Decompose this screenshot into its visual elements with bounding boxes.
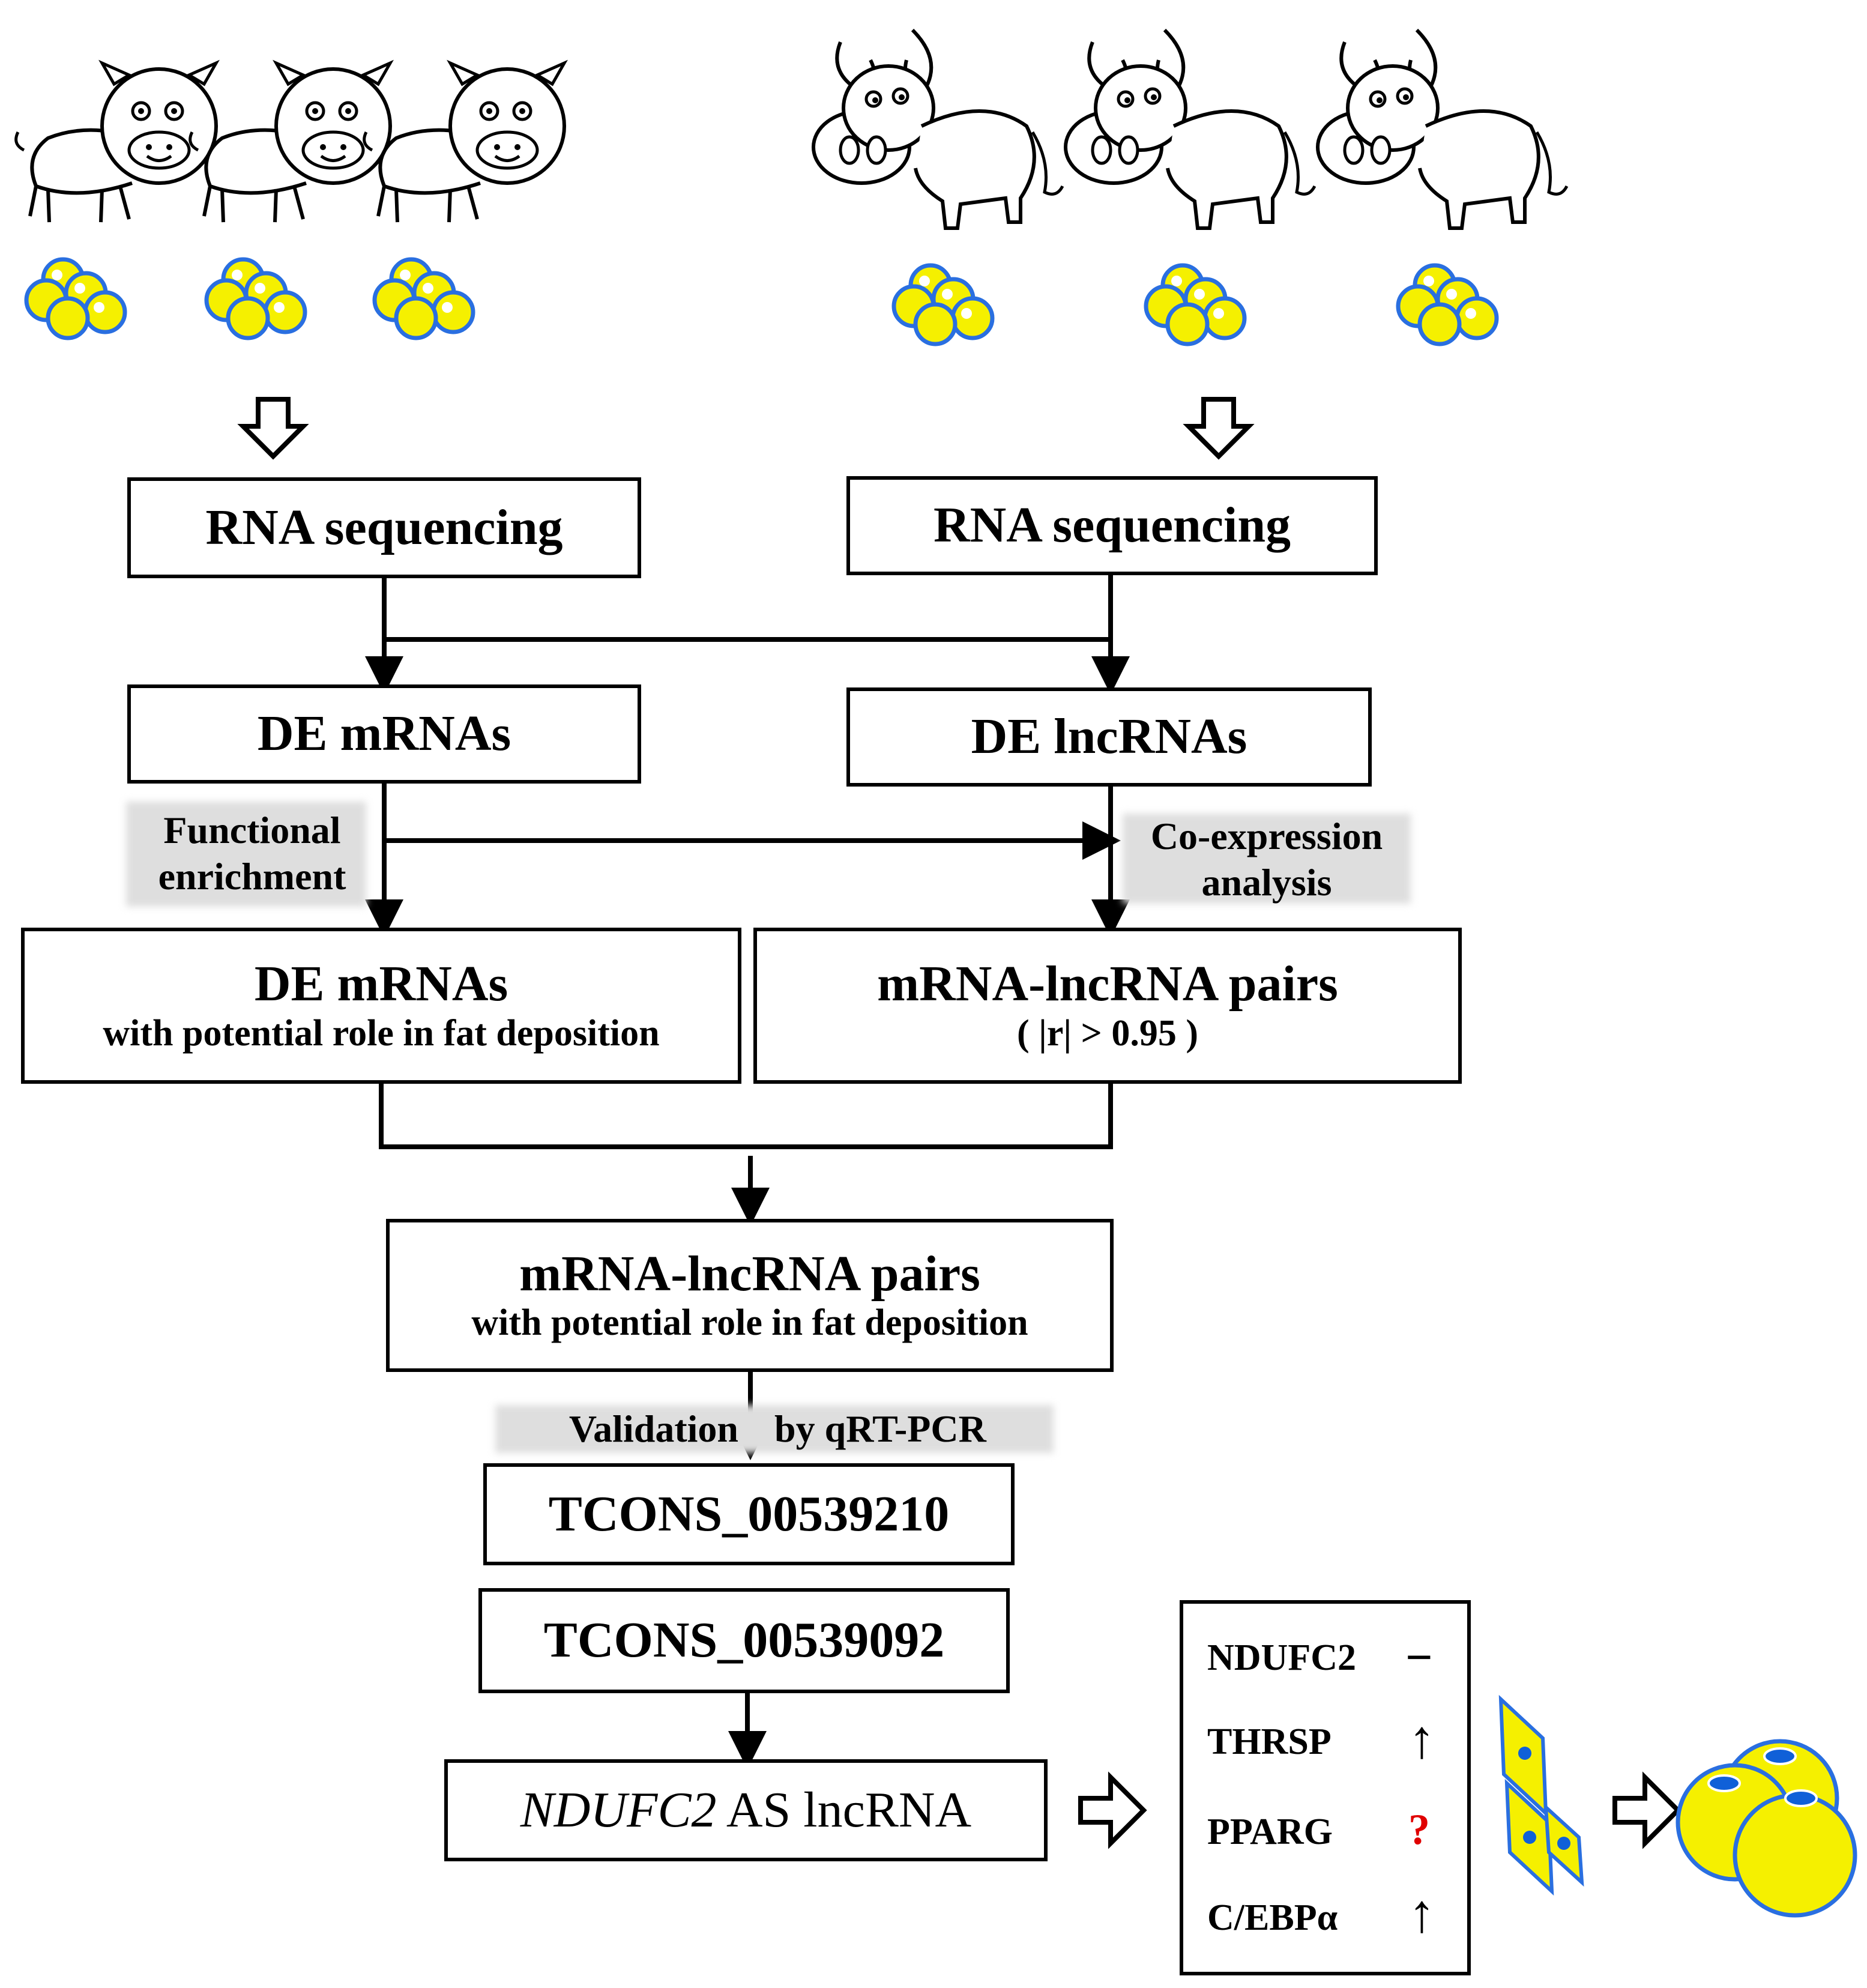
connector-lines xyxy=(365,573,1130,1769)
fat-cluster-icon-5 xyxy=(1146,265,1244,344)
validation-shade xyxy=(495,1405,1054,1453)
rna-sequencing-box-right: RNA sequencing xyxy=(846,476,1378,575)
fat-cluster-icon-4 xyxy=(894,265,992,344)
gene-effects-box: NDUFC2 − THRSP ↑ PPARG ? C/EBPα ↑ xyxy=(1180,1600,1471,1975)
by-qrt-pcr-label: by qRT-PCR xyxy=(774,1407,986,1450)
tcons-00539092-box: TCONS_00539092 xyxy=(478,1588,1010,1693)
functional-label-line1: Functional xyxy=(163,809,341,851)
preadipocyte-cells-icon xyxy=(1498,1694,1584,1896)
pairs-potential-subtitle: with potential role in fat deposition xyxy=(471,1302,1028,1344)
de-mrnas-box: DE mRNAs xyxy=(127,684,641,784)
gene-name-pparg: PPARG xyxy=(1207,1811,1333,1852)
pairs-potential-title: mRNA-lncRNA pairs xyxy=(519,1245,980,1302)
right-arrow-icon-2 xyxy=(1615,1777,1678,1843)
functional-label-line2: enrichment xyxy=(158,854,346,898)
de-mrnas-potential-box: DE mRNAs with potential role in fat depo… xyxy=(21,928,741,1084)
coexpression-label-line1: Co-expression xyxy=(1150,815,1383,857)
gene-name-cebpa: C/EBPα xyxy=(1207,1897,1338,1938)
bull-icon-2 xyxy=(1066,30,1315,228)
functional-enrichment-label: Functional enrichment xyxy=(126,808,378,900)
effect-cebpa-up-icon: ↑ xyxy=(1408,1884,1435,1944)
bull-icon-1 xyxy=(813,30,1063,228)
ndufc2-as-lncrna-box: NDUFC2 AS lncRNA xyxy=(444,1759,1048,1861)
effect-thrsp-up-icon: ↑ xyxy=(1408,1710,1435,1769)
de-lncrnas-box: DE lncRNAs xyxy=(846,687,1372,787)
calf-icon-1 xyxy=(16,63,216,222)
gene-name-thrsp: THRSP xyxy=(1207,1721,1332,1762)
calf-icon-3 xyxy=(364,63,564,222)
coexpression-shade xyxy=(1123,814,1411,904)
rna-sequencing-label-left: RNA sequencing xyxy=(205,499,563,555)
validation-label: Validation xyxy=(569,1407,738,1450)
tcons-00539210-label: TCONS_00539210 xyxy=(548,1485,950,1542)
calf-icon-2 xyxy=(190,63,390,222)
fat-cluster-icon-6 xyxy=(1398,265,1497,344)
fat-cluster-icon-2 xyxy=(207,259,305,338)
down-arrow-icon-left xyxy=(243,399,303,456)
de-mrnas-label: DE mRNAs xyxy=(257,705,511,762)
mrna-lncrna-pairs-title: mRNA-lncRNA pairs xyxy=(877,956,1338,1012)
as-lncrna-label: AS lncRNA xyxy=(716,1781,972,1838)
right-arrow-icon-1 xyxy=(1081,1777,1144,1843)
rna-sequencing-label-right: RNA sequencing xyxy=(933,497,1291,554)
coexpression-label-line2: analysis xyxy=(1201,860,1332,904)
de-mrnas-potential-subtitle: with potential role in fat deposition xyxy=(103,1012,660,1054)
functional-enrichment-shade xyxy=(126,802,366,907)
effect-pparg-unknown-icon: ? xyxy=(1408,1805,1430,1854)
down-arrow-icon-right xyxy=(1189,399,1249,456)
fat-cluster-icon-3 xyxy=(375,259,473,338)
de-lncrnas-label: DE lncRNAs xyxy=(971,708,1247,765)
fat-cluster-icon-1 xyxy=(26,259,125,338)
effect-ndufc2-unchanged-icon: − xyxy=(1405,1631,1433,1684)
mrna-lncrna-pairs-threshold: ( |r| > 0.95 ) xyxy=(1017,1012,1198,1054)
gene-name-ndufc2: NDUFC2 xyxy=(1207,1637,1356,1678)
coexpression-label: Co-expression analysis xyxy=(1123,814,1411,906)
ndufc2-gene-label: NDUFC2 xyxy=(520,1781,717,1838)
mature-adipocytes-icon xyxy=(1675,1739,1857,1918)
mrna-lncrna-pairs-box: mRNA-lncRNA pairs ( |r| > 0.95 ) xyxy=(753,928,1462,1084)
tcons-00539210-box: TCONS_00539210 xyxy=(483,1463,1015,1565)
rna-sequencing-box-left: RNA sequencing xyxy=(127,477,641,578)
pairs-potential-box: mRNA-lncRNA pairs with potential role in… xyxy=(386,1219,1114,1372)
bull-icon-3 xyxy=(1318,30,1567,228)
tcons-00539092-label: TCONS_00539092 xyxy=(543,1612,945,1669)
de-mrnas-potential-title: DE mRNAs xyxy=(254,956,508,1012)
